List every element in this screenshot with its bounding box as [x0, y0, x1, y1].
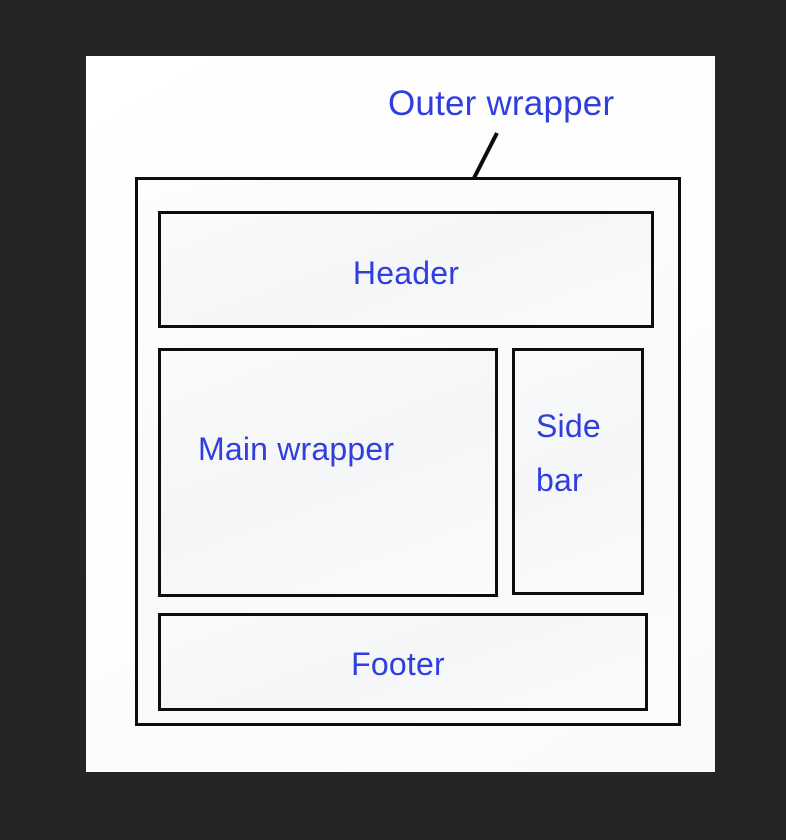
sidebar-label: Side bar [536, 408, 601, 498]
outer-wrapper-leader-line-icon [472, 132, 499, 179]
main-wrapper-label: Main wrapper [198, 431, 395, 467]
footer-label: Footer [351, 646, 445, 682]
sidebar-box: Side bar [512, 348, 644, 595]
footer-box: Footer [158, 613, 648, 711]
main-wrapper-box: Main wrapper [158, 348, 498, 597]
diagram-paper: Outer wrapper Header Main wrapper Side b… [86, 56, 715, 772]
outer-wrapper-callout-label: Outer wrapper [388, 84, 615, 123]
outer-wrapper-box: Header Main wrapper Side bar Footer [135, 177, 681, 726]
header-label: Header [352, 255, 460, 291]
header-box: Header [158, 211, 654, 328]
